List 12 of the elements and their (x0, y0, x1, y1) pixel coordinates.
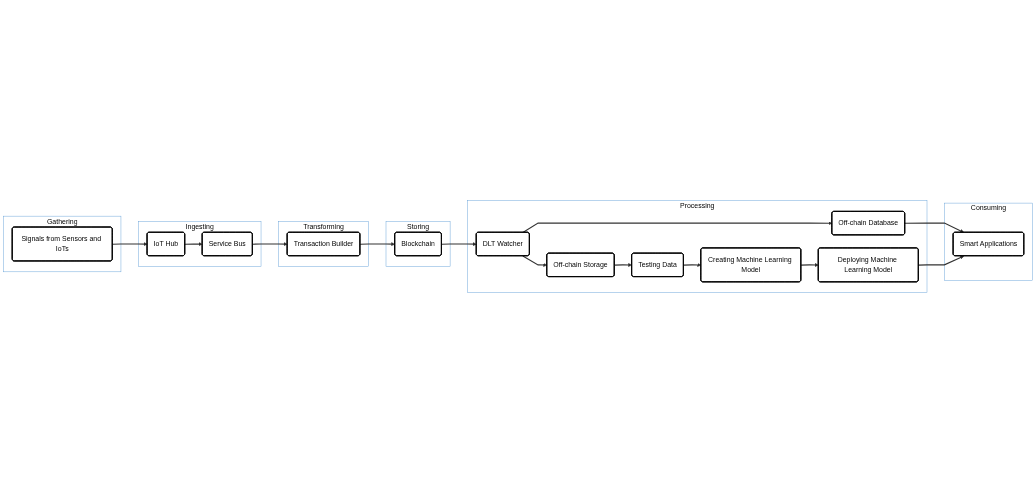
arrow (683, 263, 702, 267)
arrow (613, 263, 633, 267)
arrow (359, 242, 396, 246)
arrow (917, 255, 965, 266)
arrow (252, 242, 288, 246)
arrow (800, 263, 819, 267)
arrow (522, 221, 833, 233)
arrow (111, 242, 148, 246)
arrow (522, 255, 548, 267)
arrow (441, 242, 477, 246)
arrow (184, 242, 203, 246)
arrow (904, 222, 965, 233)
